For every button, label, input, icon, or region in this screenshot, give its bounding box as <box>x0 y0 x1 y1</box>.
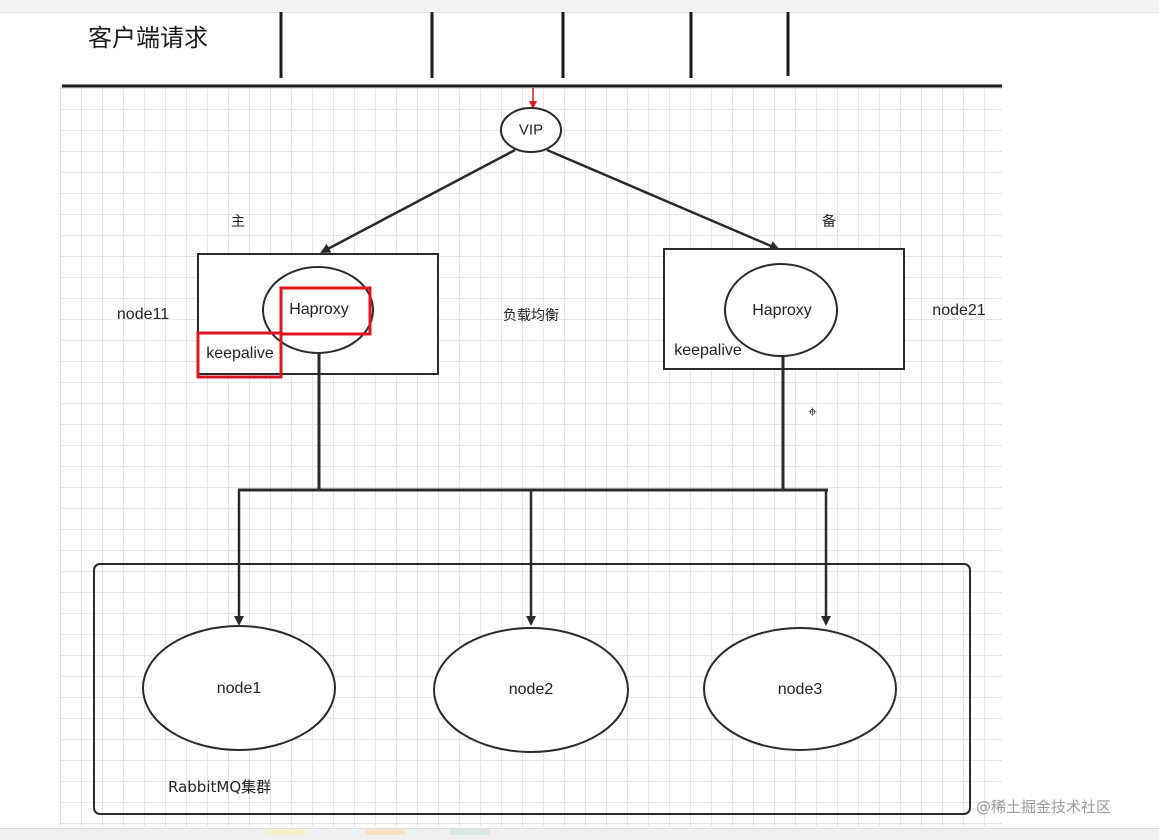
node1-label: node1 <box>216 680 262 697</box>
cluster-label: RabbitMQ集群 <box>168 778 272 796</box>
backup-haproxy-ellipse <box>724 263 838 357</box>
keepalive-highlight-box <box>196 331 283 379</box>
master-haproxy-label: Haproxy <box>289 301 349 318</box>
vip-to-master-arrow <box>320 148 516 254</box>
backup-label: 备 <box>822 214 836 230</box>
sheet-tab-marker[interactable] <box>450 829 490 835</box>
vip-to-backup-arrow <box>546 148 780 251</box>
client-request-title: 客户端请求 <box>88 25 208 52</box>
sheet-tab-marker[interactable] <box>365 829 405 835</box>
node1-ellipse <box>142 625 336 751</box>
backup-haproxy-label: Haproxy <box>752 302 812 319</box>
vip-node <box>500 107 562 153</box>
node3-label: node3 <box>777 681 823 698</box>
mouse-cursor-icon: ⌖ <box>808 404 818 421</box>
node2-label: node2 <box>508 681 554 698</box>
canvas-grid <box>60 88 1002 826</box>
cluster-box <box>93 563 971 815</box>
node2-ellipse <box>433 627 629 753</box>
vip-label: VIP <box>518 121 544 139</box>
node3-ellipse <box>703 627 897 751</box>
master-label: 主 <box>231 214 245 230</box>
window-top-strip <box>0 0 1159 13</box>
watermark: @稀土掘金技术社区 <box>976 798 1112 816</box>
sheet-tab-marker[interactable] <box>265 829 305 835</box>
node11-label: node11 <box>116 306 170 323</box>
master-keepalive-label: keepalive <box>206 345 274 362</box>
haproxy-highlight-box <box>279 286 372 336</box>
load-balance-label: 负载均衡 <box>503 308 559 324</box>
backup-keepalive-label: keepalive <box>674 342 742 359</box>
window-bottom-strip <box>0 828 1159 840</box>
node21-label: node21 <box>932 302 986 319</box>
